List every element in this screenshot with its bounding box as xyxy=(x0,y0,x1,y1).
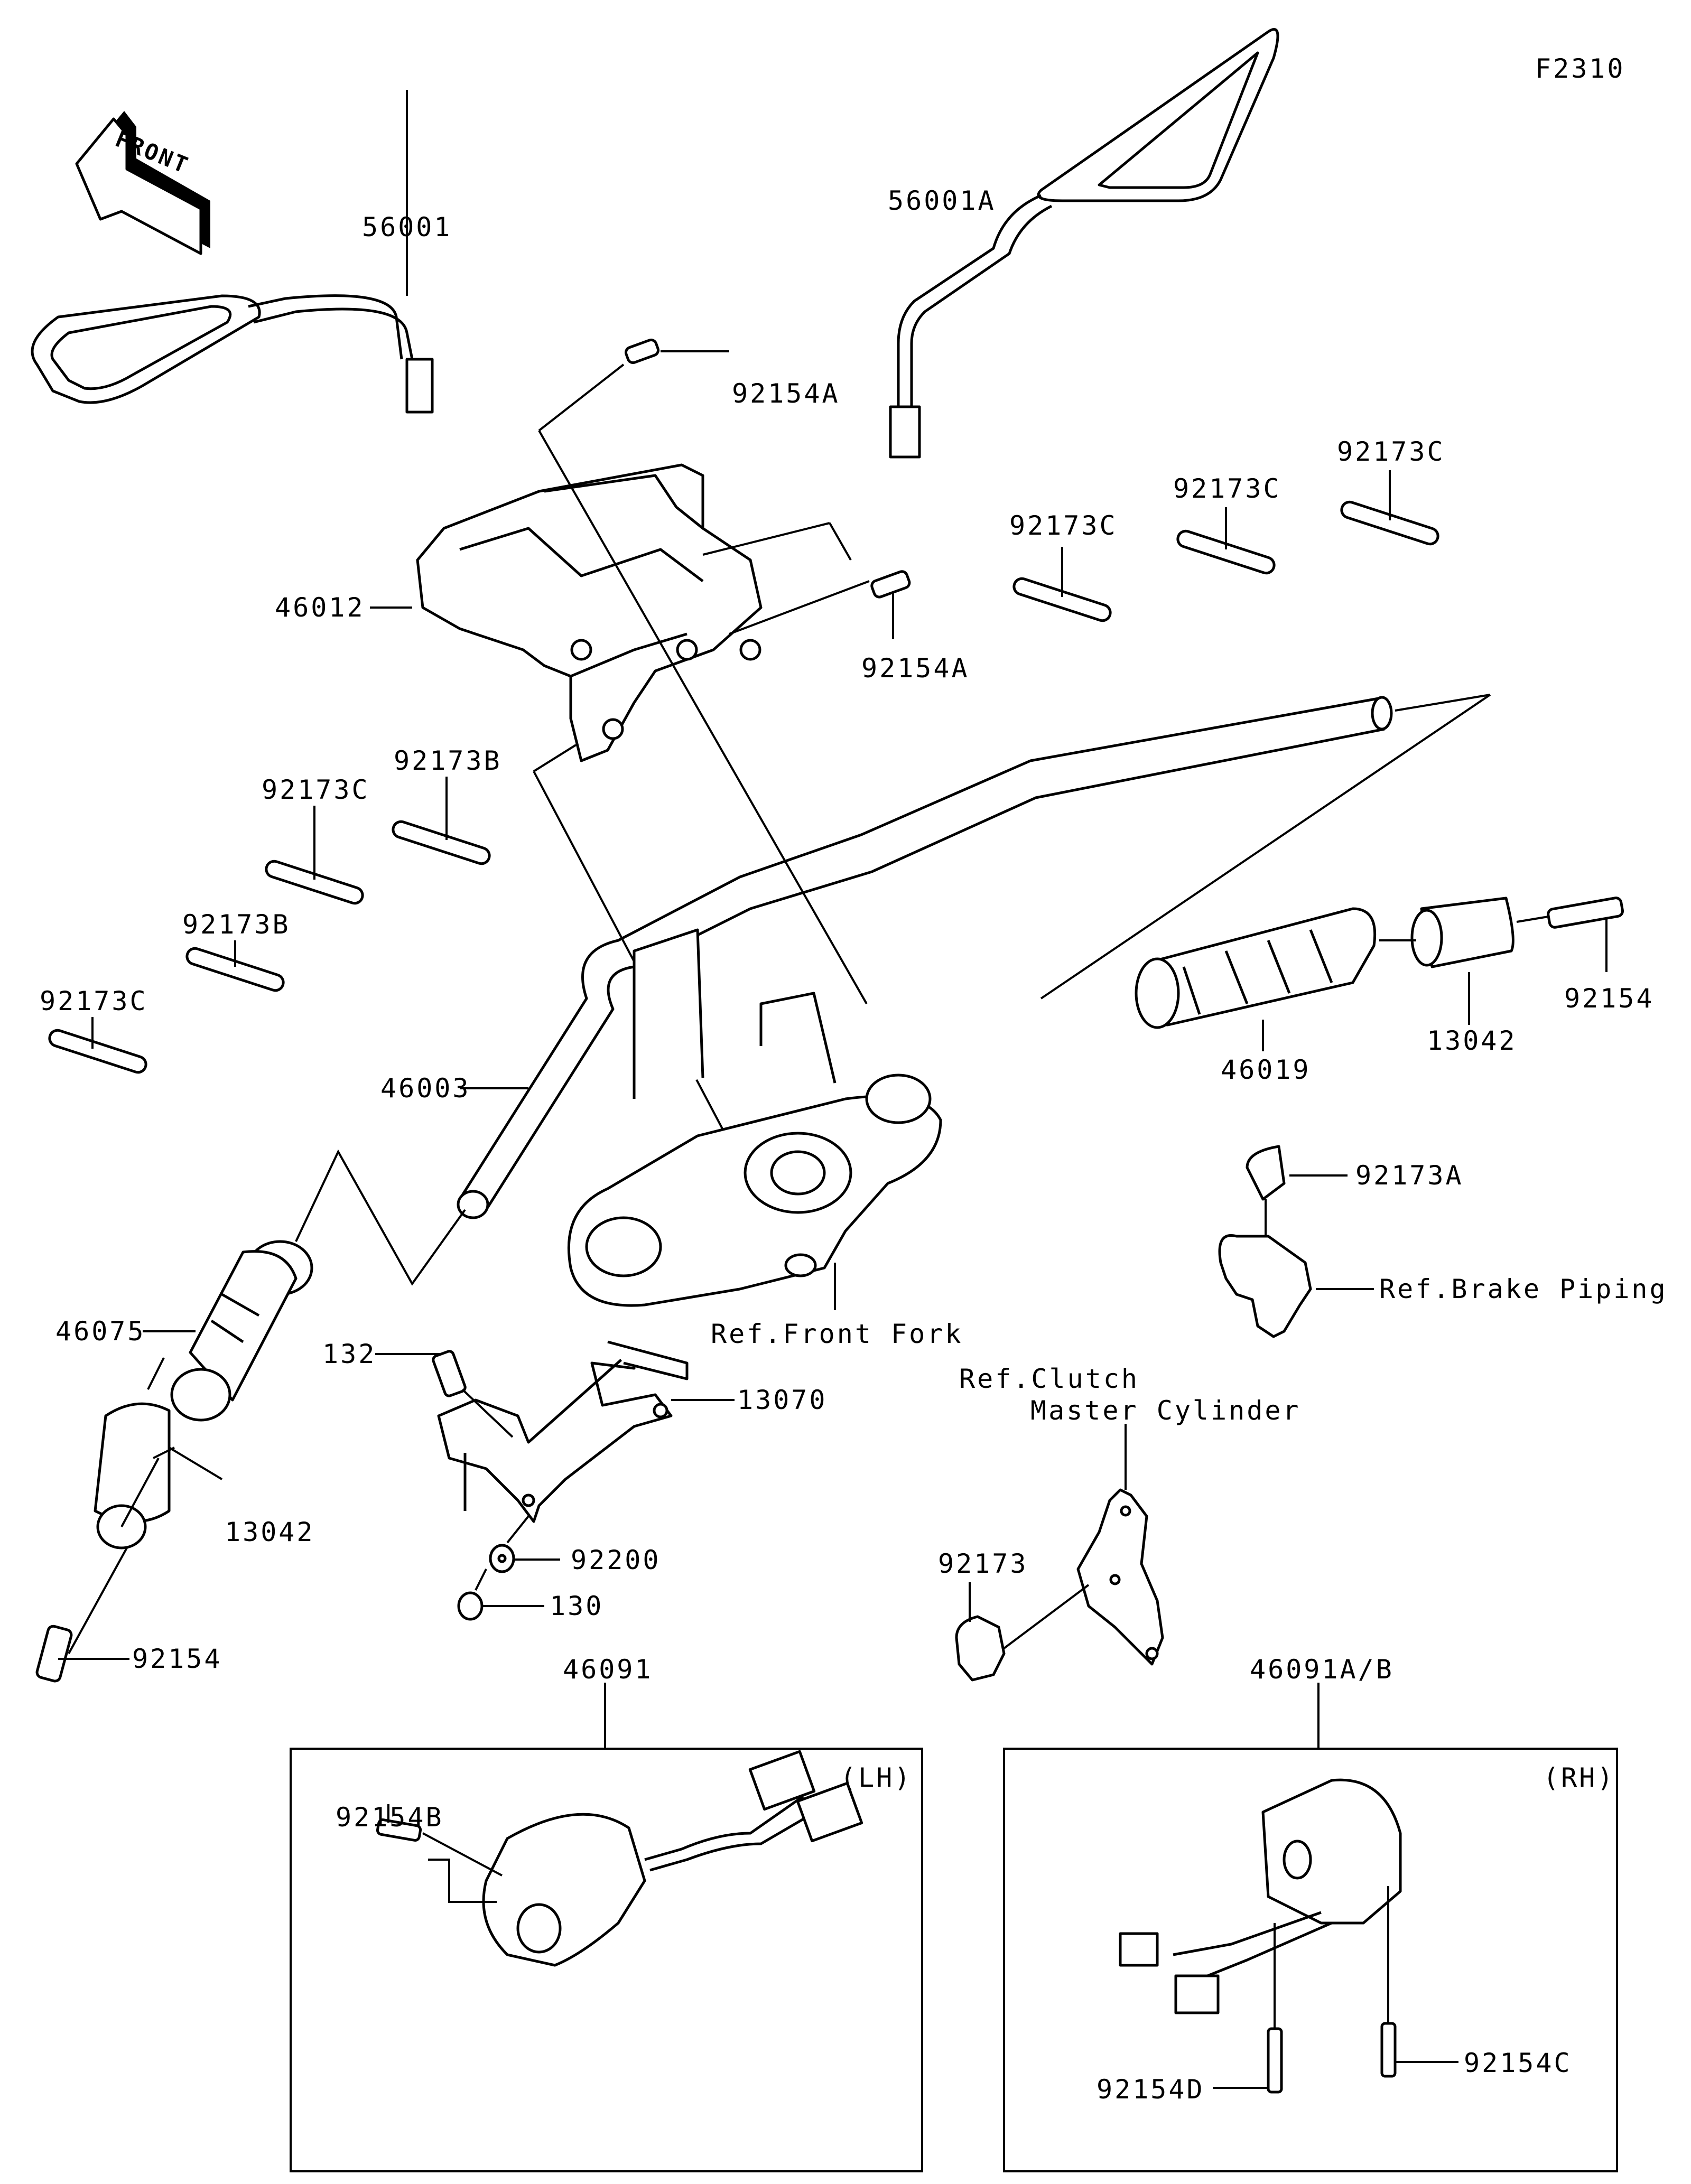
callout-56001A[interactable]: 56001A xyxy=(888,185,996,216)
grip-right xyxy=(1135,907,1377,1029)
callout-13042-right[interactable]: 13042 xyxy=(1427,1025,1517,1056)
bar-end-right xyxy=(1410,897,1515,968)
callout-92173A[interactable]: 92173A xyxy=(1355,1160,1464,1191)
callout-130[interactable]: 130 xyxy=(550,1591,604,1621)
rh-side-label: (RH) xyxy=(1543,1762,1615,1793)
lh-switch-box xyxy=(290,1748,923,2172)
callout-92154-right[interactable]: 92154 xyxy=(1564,983,1655,1014)
callout-92173[interactable]: 92173 xyxy=(938,1548,1028,1579)
callout-46012[interactable]: 46012 xyxy=(275,592,365,623)
callout-92173C-1[interactable]: 92173C xyxy=(1009,510,1118,541)
callout-46091[interactable]: 46091 xyxy=(563,1654,653,1685)
ref-brake-piping[interactable]: Ref.Brake Piping xyxy=(1379,1274,1668,1304)
bolt-92154-right xyxy=(1547,897,1624,929)
grip-left xyxy=(170,1240,313,1422)
mirror-left xyxy=(31,90,434,414)
callout-92154A-right[interactable]: 92154A xyxy=(861,653,970,684)
mirror-right xyxy=(889,28,1279,459)
callout-92200[interactable]: 92200 xyxy=(571,1545,661,1575)
bolt-132 xyxy=(432,1350,467,1397)
callout-92154A-top[interactable]: 92154A xyxy=(732,378,840,409)
washer-92200 xyxy=(489,1544,515,1573)
diagram-code: F2310 xyxy=(1535,53,1625,84)
callout-92154C[interactable]: 92154C xyxy=(1464,2048,1572,2078)
ref-front-fork[interactable]: Ref.Front Fork xyxy=(711,1319,963,1349)
callout-132[interactable]: 132 xyxy=(322,1339,377,1369)
screw-92154C xyxy=(1380,2022,1397,2078)
front-arrow-icon xyxy=(75,111,210,255)
callout-46003[interactable]: 46003 xyxy=(380,1073,471,1104)
callout-92173B-2[interactable]: 92173B xyxy=(182,909,291,940)
callout-46091AB[interactable]: 46091A/B xyxy=(1250,1654,1394,1685)
callout-56001[interactable]: 56001 xyxy=(362,212,452,242)
callout-13042-left[interactable]: 13042 xyxy=(225,1517,315,1547)
clutch-bracket xyxy=(1076,1488,1164,1666)
screw-92154B xyxy=(376,1818,422,1842)
clip-strips xyxy=(48,500,1439,1074)
callout-92173C-3[interactable]: 92173C xyxy=(1337,436,1445,467)
bolt-92154-left xyxy=(35,1625,73,1683)
callout-92173C-2[interactable]: 92173C xyxy=(1173,473,1281,504)
switch-rh xyxy=(1119,1778,1402,2014)
bolt-130 xyxy=(457,1591,484,1621)
clamp-92173 xyxy=(955,1615,1006,1682)
handlebar-holder xyxy=(416,463,763,762)
brake-bracket xyxy=(1218,1234,1312,1338)
clamp-92173A xyxy=(1246,1145,1286,1201)
bolt-92154A-right xyxy=(870,570,911,599)
bolt-92154A-top xyxy=(624,338,660,365)
upper-triple-clamp xyxy=(567,928,942,1307)
callout-13070[interactable]: 13070 xyxy=(737,1385,828,1415)
ref-clutch-line2[interactable]: Master Cylinder xyxy=(1030,1395,1301,1426)
switch-lh xyxy=(482,1750,863,1967)
screw-92154D xyxy=(1267,2027,1283,2094)
callout-92154-left[interactable]: 92154 xyxy=(132,1644,222,1674)
lh-side-label: (LH) xyxy=(840,1762,913,1793)
callout-92154B[interactable]: 92154B xyxy=(336,1802,444,1833)
handlebar xyxy=(457,696,1393,1219)
bar-end-left xyxy=(94,1402,171,1550)
callout-92154D[interactable]: 92154D xyxy=(1097,2074,1205,2105)
rh-switch-box xyxy=(1003,1748,1618,2172)
callout-46019[interactable]: 46019 xyxy=(1221,1054,1311,1085)
ref-clutch-line1[interactable]: Ref.Clutch xyxy=(959,1364,1140,1394)
callout-46075[interactable]: 46075 xyxy=(55,1316,146,1347)
callout-92173B-1[interactable]: 92173B xyxy=(394,745,502,776)
callout-92173C-left1[interactable]: 92173C xyxy=(262,774,370,805)
callout-92173C-left2[interactable]: 92173C xyxy=(40,986,148,1016)
cable-bracket xyxy=(437,1340,689,1523)
